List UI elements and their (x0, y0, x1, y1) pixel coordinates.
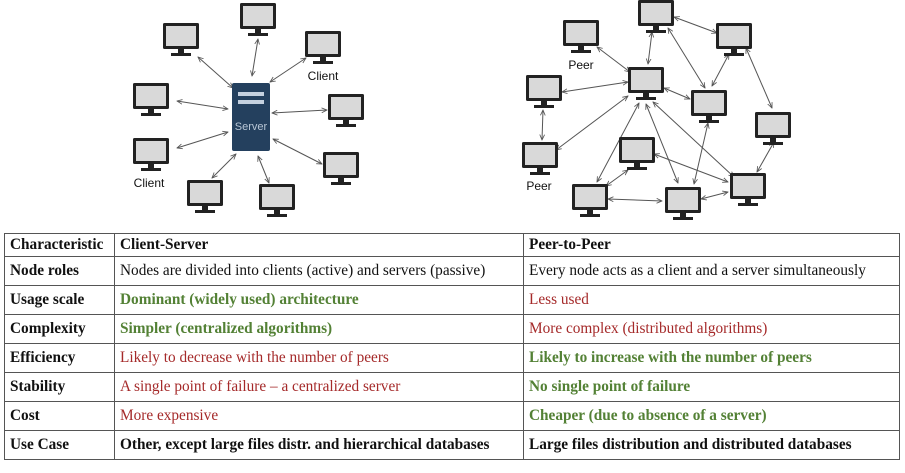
peer-to-peer-cell: Cheaper (due to absence of a server) (523, 401, 900, 431)
client-server-links (177, 39, 327, 183)
peer-to-peer-cell: Likely to increase with the number of pe… (523, 343, 900, 373)
peer-to-peer-cell: Every node acts as a client and a server… (523, 256, 900, 286)
client-computer-icon (240, 3, 276, 36)
peer-computer-icon (691, 90, 727, 123)
client-server-cell: More expensive (114, 401, 524, 431)
peer-to-peer-cell: No single point of failure (523, 372, 900, 402)
peer-computer-icon (522, 142, 558, 175)
row-label: Node roles (4, 256, 115, 286)
table-header-row: Characteristic Client-Server Peer-to-Pee… (4, 233, 900, 257)
row-label: Cost (4, 401, 115, 431)
peer-to-peer-cell: More complex (distributed algorithms) (523, 314, 900, 344)
client-server-cell: A single point of failure – a centralize… (114, 372, 524, 402)
client-computer-icon (163, 23, 199, 56)
client-computer-icon (305, 31, 341, 64)
peer-computer-icon (628, 67, 664, 100)
row-label: Usage scale (4, 285, 115, 315)
header-peer-to-peer: Peer-to-Peer (523, 233, 900, 257)
row-label: Use Case (4, 430, 115, 460)
client-computer-icon (328, 94, 364, 127)
peer-to-peer-links (542, 17, 774, 201)
peer-to-peer-cell: Less used (523, 285, 900, 315)
row-label: Stability (4, 372, 115, 402)
network-architectures-diagram: Server Client Client (133, 0, 791, 220)
server-label: Server (235, 121, 268, 133)
peer-computer-icon (619, 137, 655, 170)
peer-computer-icon (755, 112, 791, 145)
header-client-server: Client-Server (114, 233, 524, 257)
client-computer-icon (133, 138, 169, 171)
client-server-diagram: Server Client Client (133, 3, 364, 217)
client-server-cell: Other, except large files distr. and hie… (114, 430, 524, 460)
header-characteristic: Characteristic (4, 233, 115, 257)
peer-computer-icon (665, 187, 701, 220)
client-label: Client (308, 69, 339, 83)
peer-label: Peer (568, 58, 593, 72)
client-server-cell: Simpler (centralized algorithms) (114, 314, 524, 344)
client-server-cell: Nodes are divided into clients (active) … (114, 256, 524, 286)
client-label: Client (134, 176, 165, 190)
peer-computer-icon (572, 184, 608, 217)
peer-computer-icon (716, 23, 752, 56)
client-computer-icon (259, 184, 295, 217)
row-label: Complexity (4, 314, 115, 344)
client-server-cell: Dominant (widely used) architecture (114, 285, 524, 315)
client-computer-icon (133, 83, 169, 116)
row-label: Efficiency (4, 343, 115, 373)
server-icon: Server (232, 83, 270, 151)
client-computer-icon (187, 180, 223, 213)
peer-computer-icon (730, 173, 766, 206)
client-computer-icon (323, 152, 359, 185)
peer-computer-icon (563, 20, 599, 53)
peer-computer-icon (526, 75, 562, 108)
comparison-table: Characteristic Client-Server Peer-to-Pee… (4, 233, 900, 460)
client-server-cell: Likely to decrease with the number of pe… (114, 343, 524, 373)
peer-to-peer-diagram: Peer Peer (522, 0, 791, 220)
peer-to-peer-cell: Large files distribution and distributed… (523, 430, 900, 460)
peer-label: Peer (526, 179, 551, 193)
